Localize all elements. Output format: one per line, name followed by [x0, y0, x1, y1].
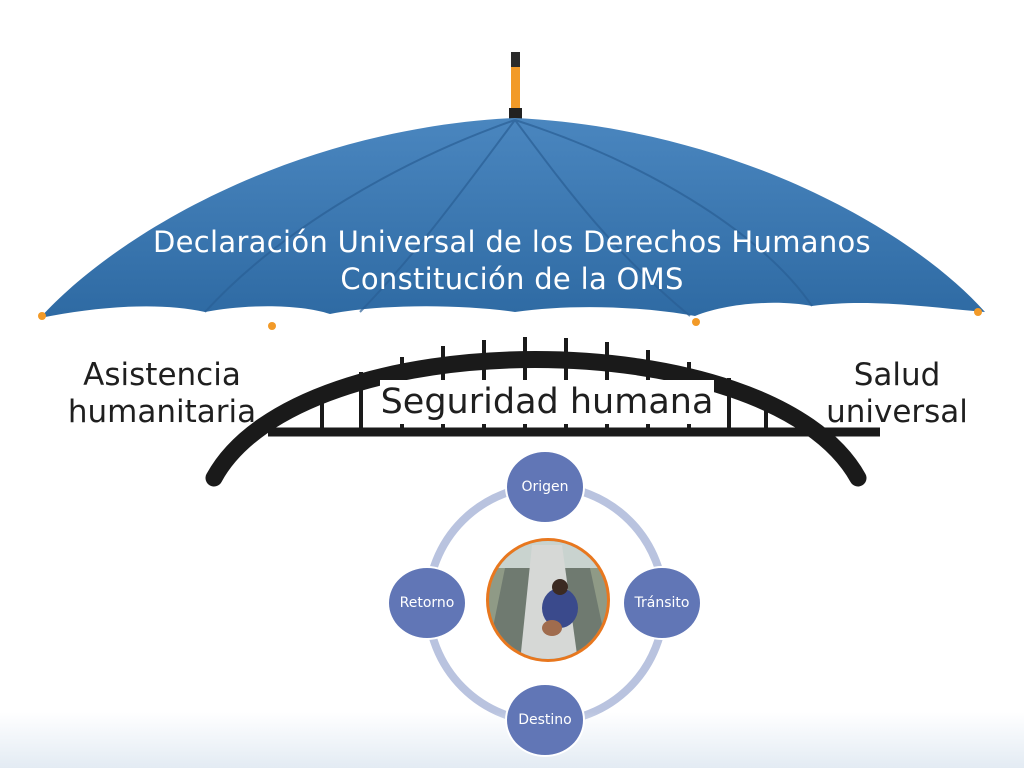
canopy-title-line1: Declaración Universal de los Derechos Hu… [153, 225, 871, 259]
left-label-line2: humanitaria [67, 394, 257, 430]
umbrella-canopy [40, 118, 985, 318]
umbrella-tip-icon [509, 52, 522, 120]
right-label: Salud universal [822, 357, 972, 431]
bridge-label: Seguridad humana [380, 380, 714, 424]
migrant-photo-image [486, 538, 610, 662]
right-label-line2: universal [826, 394, 968, 430]
umbrella-ribs [204, 119, 813, 317]
umbrella-tips [38, 308, 982, 330]
left-label: Asistencia humanitaria [62, 357, 262, 431]
cycle-node-destino: Destino [505, 683, 585, 757]
canopy-title-line2: Constitución de la OMS [340, 262, 684, 296]
left-label-line1: Asistencia [83, 357, 241, 393]
cycle-node-origen: Origen [505, 450, 585, 524]
right-label-line1: Salud [853, 357, 941, 393]
cycle-node-transito: Tránsito [622, 566, 702, 640]
cycle-node-retorno: Retorno [387, 566, 467, 640]
